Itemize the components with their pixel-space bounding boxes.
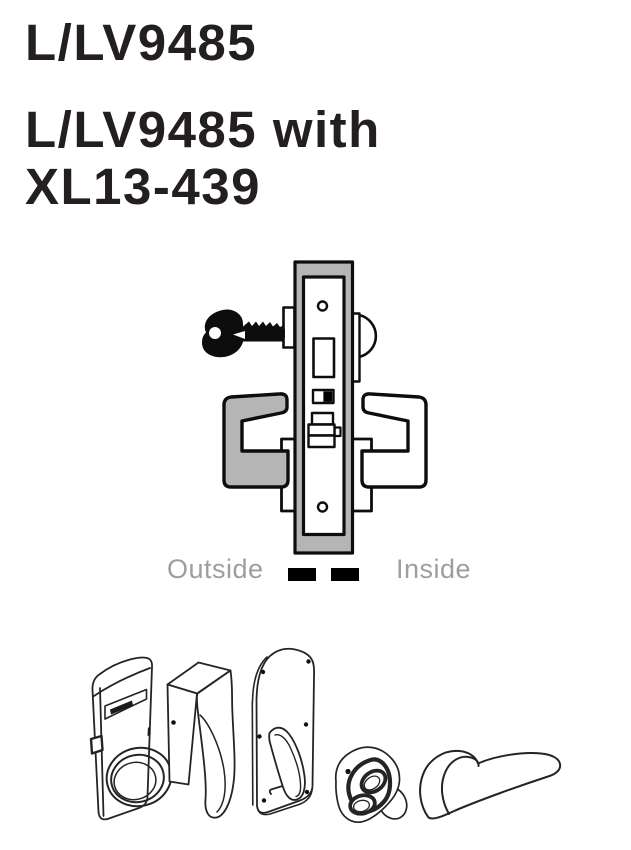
outside-cylinder-collar <box>282 306 296 349</box>
side-clip <box>89 734 104 755</box>
product-variant-line-2: XL13-439 <box>25 158 261 215</box>
cylinder-window <box>312 337 336 379</box>
product-variant-heading: L/LV9485 with XL13-439 <box>25 101 381 215</box>
outside-lever <box>222 392 290 489</box>
centerline-dashes <box>288 568 359 581</box>
cylinder-bump <box>357 313 378 359</box>
inside-lever <box>360 392 428 489</box>
inside-lever-back <box>268 726 306 801</box>
lever-handle-icon <box>419 749 562 820</box>
lock-faceplate <box>301 275 346 537</box>
lock-function-diagram <box>202 260 428 581</box>
mounting-screws <box>257 659 311 803</box>
faceplate-screw-top <box>316 300 329 312</box>
key-icon <box>202 309 285 358</box>
inside-escutcheon-with-lever-icon <box>251 647 315 816</box>
outside-escutcheon-plate-icon <box>89 656 173 821</box>
rose-trim-icon <box>334 746 408 824</box>
lower-cutout <box>348 793 377 816</box>
outside-gravity-handle-icon <box>166 661 236 819</box>
inside-label: Inside <box>396 554 472 584</box>
faceplate-screw-bottom <box>316 501 329 513</box>
key-blade-notch <box>233 331 245 339</box>
brand-badge <box>110 700 133 715</box>
product-model-heading: L/LV9485 <box>25 14 258 71</box>
trim-parts-row <box>89 647 562 824</box>
spindle-pin <box>268 785 284 795</box>
key-bow-hole <box>209 327 221 339</box>
rose-screw <box>345 768 351 775</box>
mounting-screw <box>171 720 176 725</box>
hub-indicator-dark-cell <box>323 391 333 402</box>
latch-assembly <box>307 411 342 449</box>
product-variant-line-1: L/LV9485 with <box>25 101 381 158</box>
edge-notch <box>147 727 151 736</box>
upper-cutout <box>359 768 388 795</box>
paddle-lever <box>195 669 236 819</box>
outside-label: Outside <box>167 554 264 584</box>
